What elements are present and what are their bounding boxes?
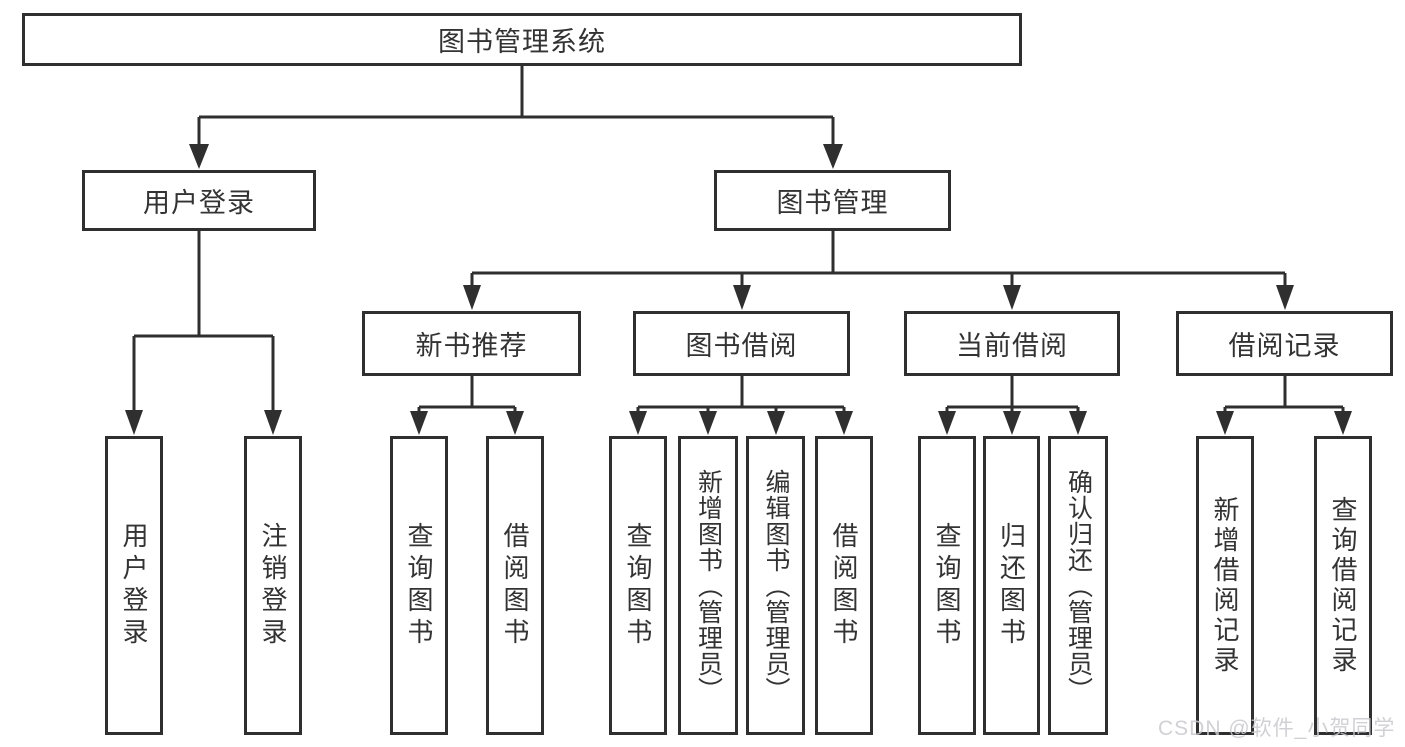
leaf-add-borrow-record: 新增借阅记录 [1196,436,1254,735]
leaf-query-books-current: 查询图书 [918,436,976,735]
node-new-book-recommend: 新书推荐 [362,311,581,376]
node-label: 图书管理 [776,188,889,218]
leaf-confirm-return-admin: 确认归还（管理员） [1048,436,1108,735]
leaf-user-login: 用户登录 [105,436,163,735]
node-user-login: 用户登录 [82,170,316,231]
node-current-borrow: 当前借阅 [904,311,1120,376]
leaf-query-borrow-record: 查询借阅记录 [1314,436,1372,735]
node-book-management: 图书管理 [714,170,951,231]
leaf-label: 确认归还（管理员） [1064,468,1093,703]
leaf-label: 查询图书 [932,521,962,650]
leaf-label: 借阅图书 [500,521,530,650]
leaf-borrow-books: 借阅图书 [815,436,873,735]
leaf-return-books: 归还图书 [983,436,1040,735]
leaf-label: 查询图书 [623,521,653,650]
node-label: 借阅记录 [1228,331,1341,361]
node-label: 图书管理系统 [438,27,606,57]
leaf-label: 新增借阅记录 [1210,495,1240,676]
leaf-label: 新增图书（管理员） [694,468,723,703]
leaf-query-books-recommend: 查询图书 [390,436,448,735]
node-borrow-records: 借阅记录 [1176,311,1393,376]
watermark: CSDN @软件_小贺同学 [1158,717,1396,740]
leaf-edit-books-admin: 编辑图书（管理员） [746,436,805,735]
node-label: 当前借阅 [956,331,1068,361]
node-label: 用户登录 [143,188,255,218]
leaf-logout: 注销登录 [244,436,302,735]
leaf-borrow-books-recommend: 借阅图书 [486,436,544,735]
leaf-query-books-borrow: 查询图书 [609,436,667,735]
leaf-label: 查询借阅记录 [1328,495,1358,676]
leaf-label: 用户登录 [119,521,149,650]
leaf-label: 借阅图书 [829,521,859,650]
leaf-label: 编辑图书（管理员） [762,468,790,703]
leaf-label: 归还图书 [996,521,1027,650]
node-library-management-system: 图书管理系统 [22,13,1022,66]
leaf-add-books-admin: 新增图书（管理员） [678,436,738,735]
node-label: 新书推荐 [415,331,528,361]
node-book-borrow: 图书借阅 [633,311,850,376]
leaf-label: 注销登录 [258,521,288,650]
leaf-label: 查询图书 [404,521,434,650]
node-label: 图书借阅 [685,331,798,361]
